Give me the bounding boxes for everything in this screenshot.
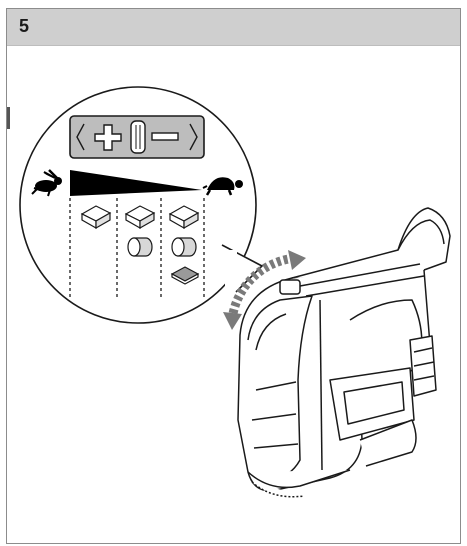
minus-icon [151,132,179,141]
rotate-arrow-icon [223,250,306,330]
wood-block-icon [124,205,156,230]
rabbit-icon [31,169,62,197]
detail-callout [19,86,264,324]
step-header: 5 [7,9,460,46]
cylinder-icon [127,237,153,257]
nailer-tool-drawing [237,207,451,498]
wood-block-icon [80,205,112,230]
dial-knob-icon [130,120,146,154]
column-separators [69,198,205,300]
step-number: 5 [19,16,30,36]
wood-block-icon [168,205,200,230]
chevron-left-icon [76,123,85,151]
speed-dial-panel [69,115,205,159]
cylinder-icon [171,237,197,257]
margin-marker [7,107,10,129]
speed-wedge [70,170,202,196]
tile-icon [170,266,200,285]
turtle-icon [202,177,243,196]
plus-icon [94,124,122,151]
chevron-right-icon [189,123,198,151]
